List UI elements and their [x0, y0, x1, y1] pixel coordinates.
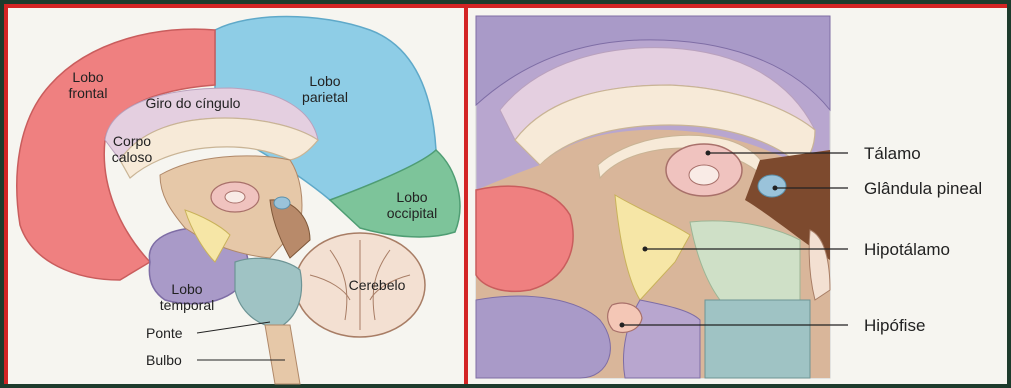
label-lobo-frontal-2: frontal: [69, 85, 108, 101]
hipotalamo-dot: [643, 247, 648, 252]
label-talamo: Tálamo: [864, 144, 921, 163]
zoom-hipofise: [608, 303, 642, 332]
label-giro-cingulo: Giro do cíngulo: [146, 95, 241, 111]
label-lobo-parietal-1: Lobo: [309, 73, 340, 89]
label-hipotalamo: Hipotálamo: [864, 240, 950, 259]
label-lobo-frontal-1: Lobo: [72, 69, 103, 85]
label-lobo-parietal-2: parietal: [302, 89, 348, 105]
label-lobo-occipital-2: occipital: [387, 205, 438, 221]
top-red-rule: [4, 4, 1007, 8]
label-corpo-caloso-1: Corpo: [113, 133, 151, 149]
label-lobo-temporal-2: temporal: [160, 297, 214, 313]
label-ponte: Ponte: [146, 325, 183, 341]
panel-divider: [464, 4, 468, 384]
label-lobo-temporal-1: Lobo: [171, 281, 202, 297]
talamo-left-inner: [225, 191, 245, 203]
label-corpo-caloso-2: caloso: [112, 149, 153, 165]
talamo-dot: [706, 151, 711, 156]
label-cerebelo: Cerebelo: [349, 277, 406, 293]
left-red-rule: [4, 4, 8, 384]
zoom-pineal: [758, 175, 786, 197]
pineal-left: [274, 197, 290, 209]
label-bulbo: Bulbo: [146, 352, 182, 368]
zoom-talamo-inner: [689, 165, 719, 185]
label-lobo-occipital-1: Lobo: [396, 189, 427, 205]
pineal-dot: [773, 186, 778, 191]
label-hipofise: Hipófise: [864, 316, 925, 335]
zoom-ponte: [705, 300, 810, 378]
hipofise-dot: [620, 323, 625, 328]
label-glandula-pineal: Glândula pineal: [864, 179, 982, 198]
